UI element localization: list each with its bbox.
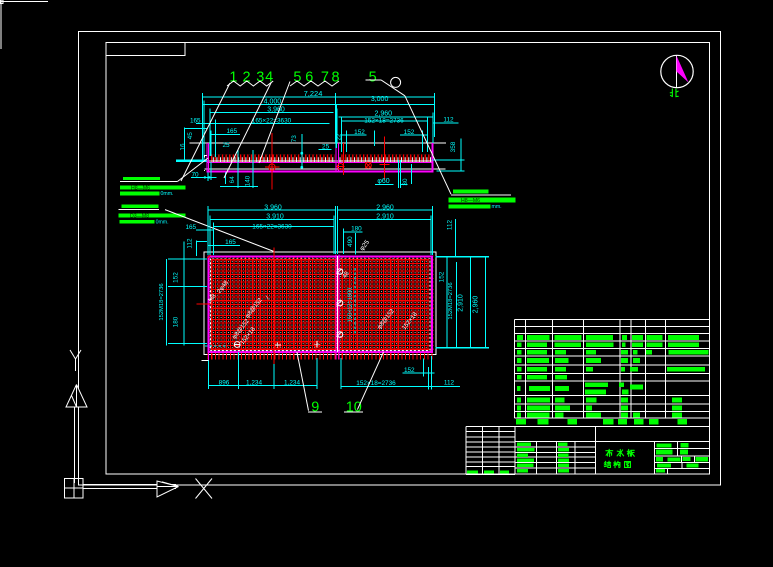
svg-text:3,960: 3,960 [267,106,285,113]
svg-text:1,234: 1,234 [246,380,262,387]
svg-text:D3—M8: D3—M8 [130,213,149,219]
svg-text:180: 180 [351,226,362,233]
svg-text:165×22=3630: 165×22=3630 [252,224,292,231]
svg-text:48: 48 [342,270,351,279]
svg-text:152×18=2736: 152×18=2736 [364,117,404,124]
svg-text:3,960: 3,960 [264,204,282,211]
svg-text:0mm.: 0mm. [161,191,174,197]
svg-text:10: 10 [346,399,362,415]
svg-text:2: 2 [242,70,250,86]
svg-text:5: 5 [369,70,377,86]
svg-text:25: 25 [322,143,330,150]
svg-text:φ60: φ60 [377,178,389,185]
svg-text:4: 4 [265,70,273,86]
svg-text:H8—M6: H8—M6 [461,198,480,204]
svg-text:H8—M6: H8—M6 [131,185,150,191]
svg-text:140: 140 [245,175,252,186]
svg-text:2,910: 2,910 [457,294,464,312]
svg-text:112: 112 [446,219,453,230]
svg-text:30: 30 [402,178,409,186]
svg-text:165: 165 [190,117,201,124]
svg-text:0mm.: 0mm. [156,220,169,226]
svg-text:180: 180 [173,316,180,327]
svg-text:490: 490 [347,236,354,247]
svg-text:8: 8 [332,70,340,86]
svg-text:mm.: mm. [492,204,502,210]
svg-text:152: 152 [354,129,365,136]
svg-text:1,234: 1,234 [284,380,300,387]
svg-text:7: 7 [321,70,329,86]
svg-text:112: 112 [444,379,455,386]
svg-text:150×12=1800: 150×12=1800 [348,288,354,323]
svg-text:9: 9 [311,399,319,415]
svg-text:3,910: 3,910 [266,214,284,221]
svg-text:2,960: 2,960 [375,110,393,117]
svg-text:152: 152 [438,271,445,282]
svg-text:165: 165 [225,239,236,246]
svg-text:152: 152 [404,129,415,136]
svg-text:70: 70 [191,171,199,178]
svg-text:3: 3 [256,70,264,86]
svg-text:22: 22 [336,133,342,140]
svg-text:152M18=2736: 152M18=2736 [159,283,165,320]
svg-text:1: 1 [229,70,237,86]
svg-text:/: / [265,296,271,301]
svg-text:112: 112 [186,238,193,249]
svg-text:112: 112 [443,117,454,124]
svg-text:152M18=2736: 152M18=2736 [448,282,454,319]
svg-text:152: 152 [173,272,180,283]
svg-text:165: 165 [226,128,237,135]
svg-text:358: 358 [450,141,457,152]
svg-text:7,224: 7,224 [304,89,323,98]
svg-text:2,910: 2,910 [376,213,394,220]
svg-text:165: 165 [185,224,196,231]
svg-text:25: 25 [222,142,230,149]
svg-text:4,000: 4,000 [264,99,282,106]
svg-text:896: 896 [219,380,230,387]
svg-text:64: 64 [229,176,236,184]
svg-text:5: 5 [293,70,301,86]
svg-text:152×18=2736: 152×18=2736 [356,380,396,387]
svg-text:2,960: 2,960 [376,204,394,211]
svg-text:M8: M8 [208,293,218,304]
svg-text:6: 6 [305,70,313,86]
svg-text:152: 152 [404,367,415,374]
svg-text:73: 73 [291,135,298,143]
svg-text:45: 45 [187,132,194,140]
svg-text:2,960: 2,960 [472,296,479,314]
svg-text:16: 16 [179,143,186,151]
svg-text:165×22=3630: 165×22=3630 [252,118,292,125]
svg-text:3,000: 3,000 [371,96,389,103]
